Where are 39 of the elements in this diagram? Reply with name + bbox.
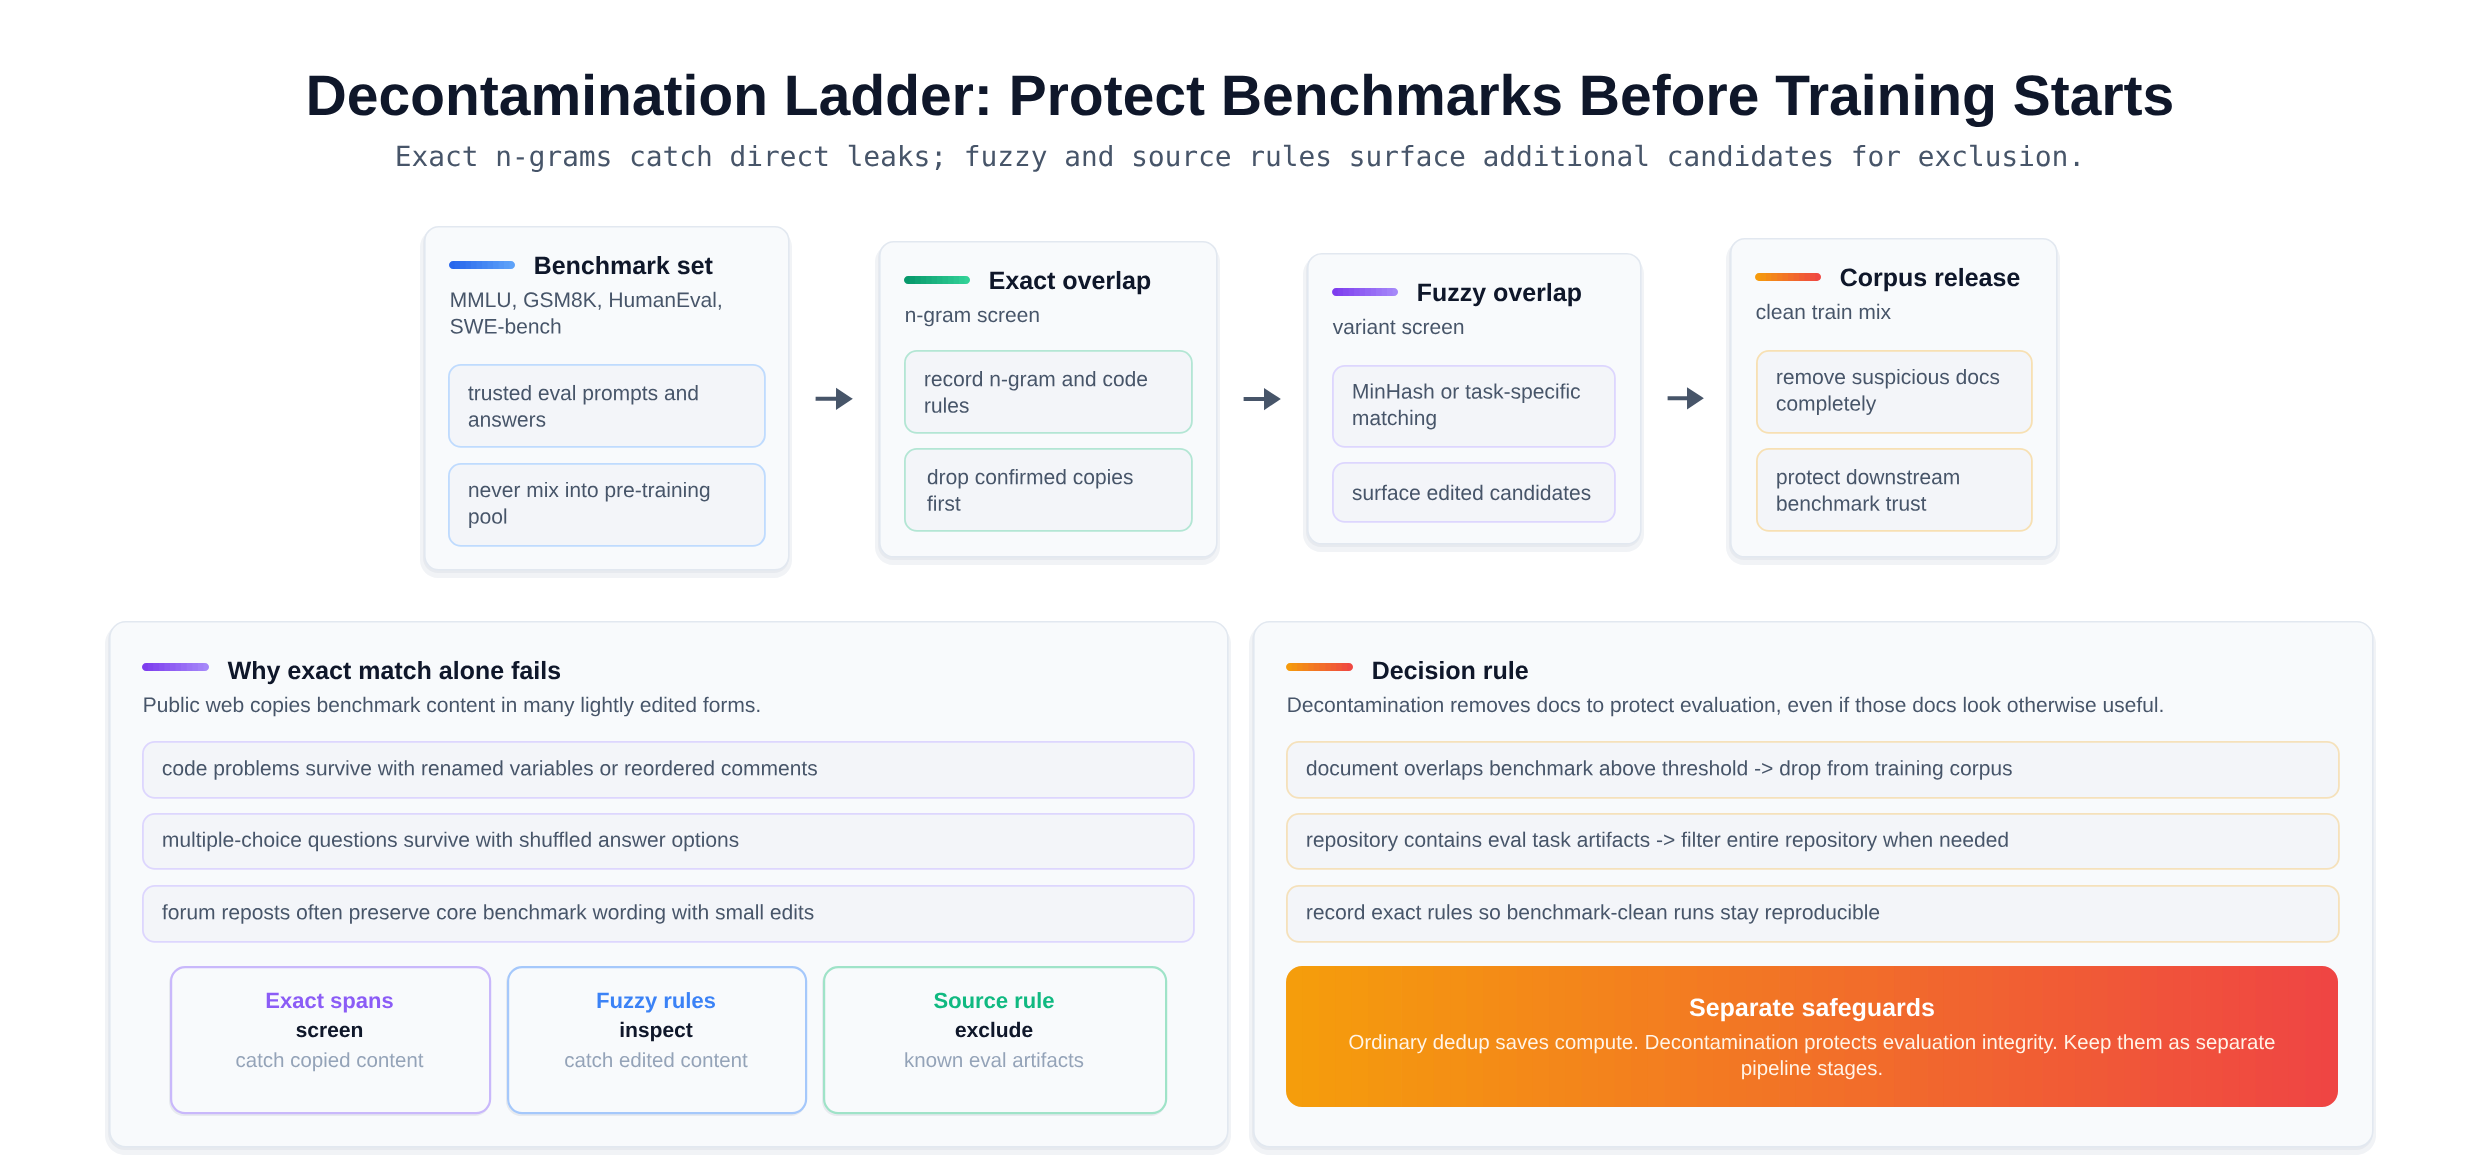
card-description: MMLU, GSM8K, HumanEval, SWE-bench (450, 291, 721, 334)
panel-description: Decontamination removes docs to protect evaluation, even if those docs look otherwise useful. (1288, 696, 2163, 717)
note-box: MinHash or task-specific matching (1332, 365, 1616, 448)
card-description: variant screen (1332, 318, 1464, 335)
card-description: n-gram screen (906, 310, 1039, 327)
method-title: Source rule (934, 992, 1054, 1009)
note-box: drop confirmed copies first (904, 448, 1193, 532)
method-description: catch copied content (236, 1052, 424, 1072)
title: Decontamination Ladder: Protect Benchmarks Before Training Starts (309, 73, 2172, 128)
rule-row: forum reposts often preserve core benchmark wording with small edits (142, 885, 1195, 943)
rule-row: document overlaps benchmark above threshold -> drop from training corpus (1286, 741, 2340, 799)
method-action: exclude (955, 1021, 1033, 1038)
note-box: protect downstream benchmark trust (1756, 448, 2033, 532)
subtitle: Exact n-grams catch direct leaks; fuzzy and source rules surface additional candidates for exclusion. (397, 144, 2079, 172)
method-description: known eval artifacts (905, 1052, 1084, 1068)
note-box: record n-gram and code rules (904, 350, 1193, 434)
note-box: never mix into pre-training pool (448, 463, 766, 547)
card-title: Exact overlap (990, 270, 1151, 295)
method-title: Exact spans (266, 992, 393, 1013)
card-title: Corpus release (1840, 267, 2020, 292)
panel-description: Public web copies benchmark content in many lightly edited forms. (144, 696, 760, 717)
rule-row: record exact rules so benchmark-clean runs stay reproducible (1286, 885, 2340, 943)
rule-row: code problems survive with renamed variables or reordered comments (142, 741, 1195, 799)
note-box: remove suspicious docs completely (1756, 350, 2033, 434)
method-action: screen (296, 1025, 363, 1038)
note-box: trusted eval prompts and answers (448, 364, 766, 448)
panel-title: Why exact match alone fails (227, 660, 561, 685)
card-description: clean train mix (1756, 303, 1891, 320)
method-action: inspect (620, 1021, 693, 1042)
card-title: Fuzzy overlap (1418, 282, 1581, 307)
method-description: catch edited content (565, 1052, 748, 1068)
rule-row: repository contains eval task artifacts -> filter entire repository when needed (1286, 813, 2340, 870)
rule-row: multiple-choice questions survive with shuffled answer options (142, 813, 1195, 870)
callout-title: Separate safeguards (1689, 997, 1934, 1022)
note-box: surface edited candidates (1332, 462, 1616, 523)
callout-text: Ordinary dedup saves compute. Decontamination protects evaluation integrity. Keep them as separate pipeline stages. (1349, 1034, 2275, 1080)
panel-title: Decision rule (1373, 660, 1528, 680)
method-title: Fuzzy rules (597, 992, 715, 1013)
card-title: Benchmark set (535, 255, 713, 275)
